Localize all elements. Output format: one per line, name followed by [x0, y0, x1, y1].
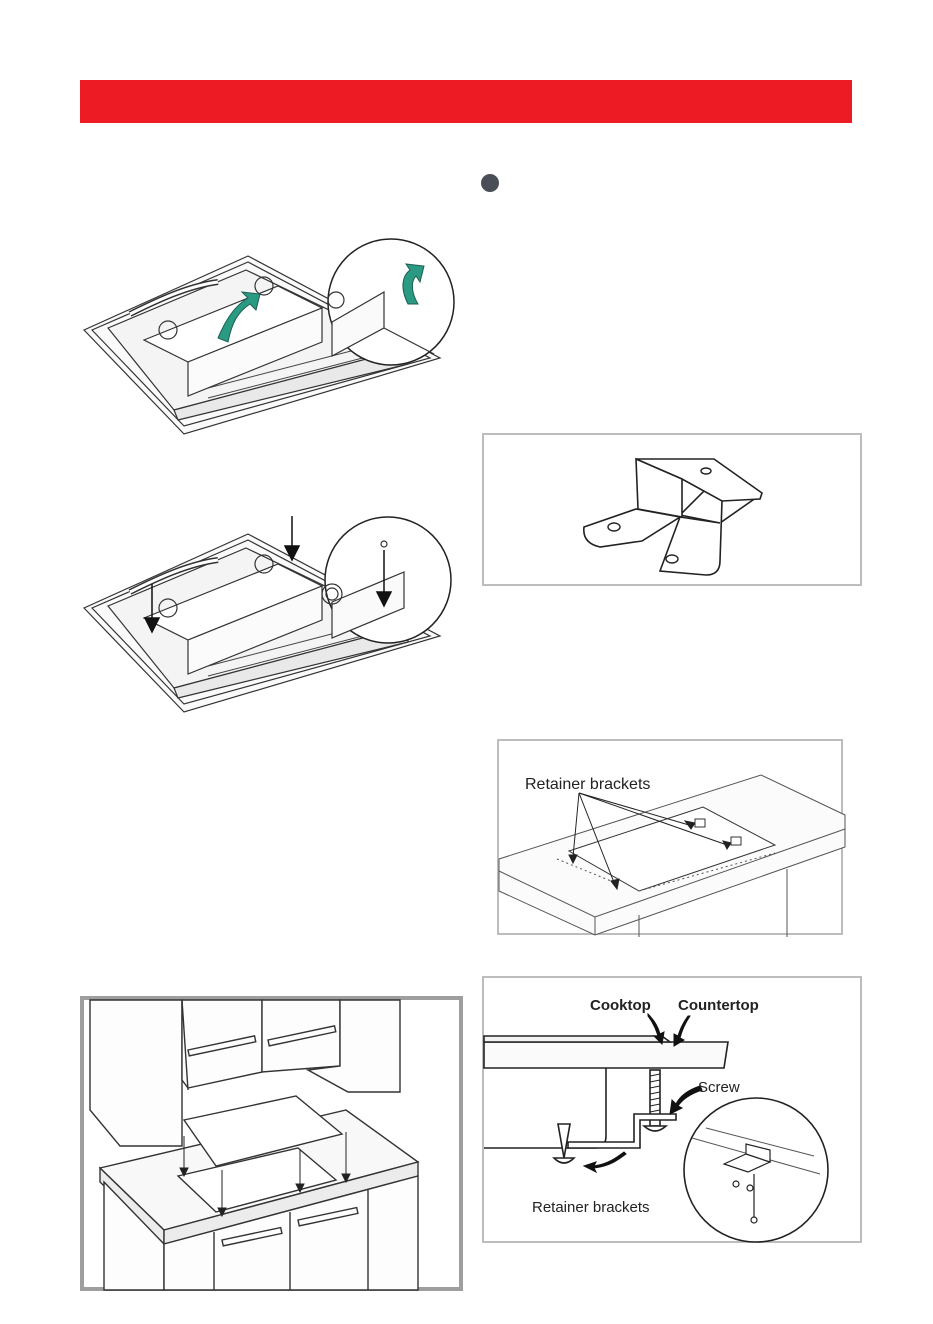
figure-bracket-cross-section: Cooktop Countertop Screw Retainer bracke… [482, 976, 862, 1243]
figure-retainer-bracket [482, 433, 862, 586]
figure-cover-reinstall-screw [78, 516, 458, 716]
bullet-dot [481, 174, 499, 192]
countertop-label: Countertop [678, 997, 759, 1014]
retainer-brackets-section-label: Retainer brackets [532, 1199, 650, 1216]
figure-countertop-brackets: Retainer brackets [497, 739, 843, 935]
section-header-banner [80, 80, 852, 123]
figure-cooktop-placement [80, 996, 463, 1291]
retainer-brackets-label: Retainer brackets [525, 776, 650, 793]
cooktop-label: Cooktop [590, 997, 651, 1014]
screw-label: Screw [698, 1079, 740, 1096]
figure-cover-removal-rotate [78, 238, 458, 438]
